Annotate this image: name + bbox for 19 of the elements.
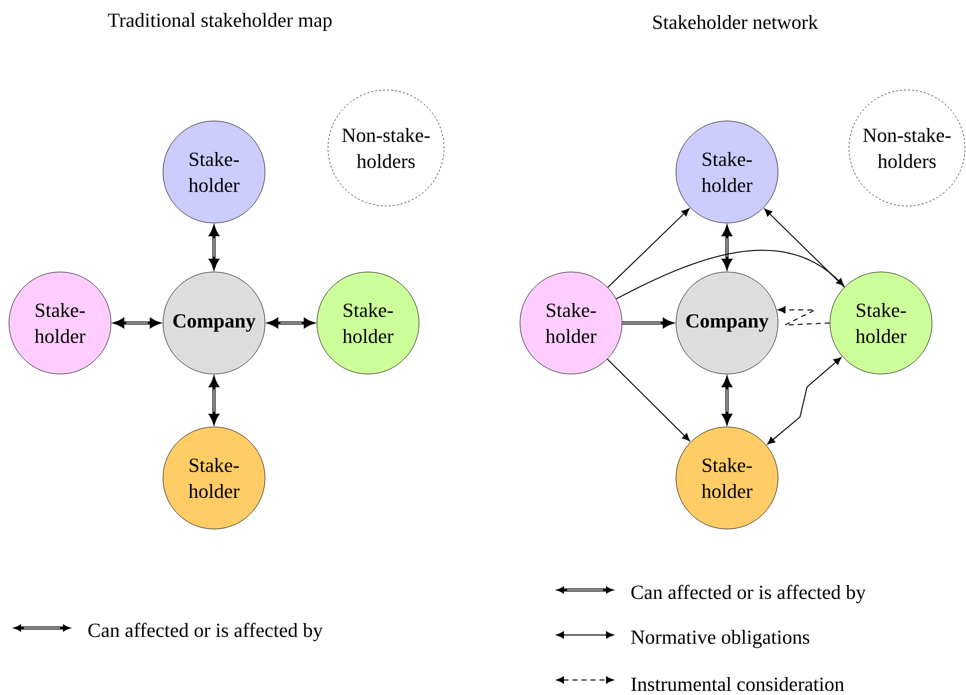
arrow (209, 226, 219, 269)
arrow (778, 306, 830, 326)
panel-title: Stakeholder network (653, 14, 818, 30)
legend-text: Normative obligations (631, 630, 810, 648)
arrow (268, 318, 314, 328)
arrow (616, 250, 844, 300)
arrow (622, 318, 673, 328)
arrow (607, 208, 690, 288)
legend-text: Can affected or is affected by (88, 622, 323, 642)
arrow (767, 357, 842, 444)
arrow (209, 377, 219, 424)
panel-title: Traditional stakeholder map (108, 12, 332, 32)
arrow (722, 377, 732, 424)
arrow (114, 318, 160, 328)
arrow (606, 358, 690, 442)
arrow (722, 226, 732, 269)
arrow (764, 208, 845, 288)
legend-text: Instrumental consideration (631, 676, 844, 692)
legend-text: Can affected or is affected by (631, 584, 866, 604)
